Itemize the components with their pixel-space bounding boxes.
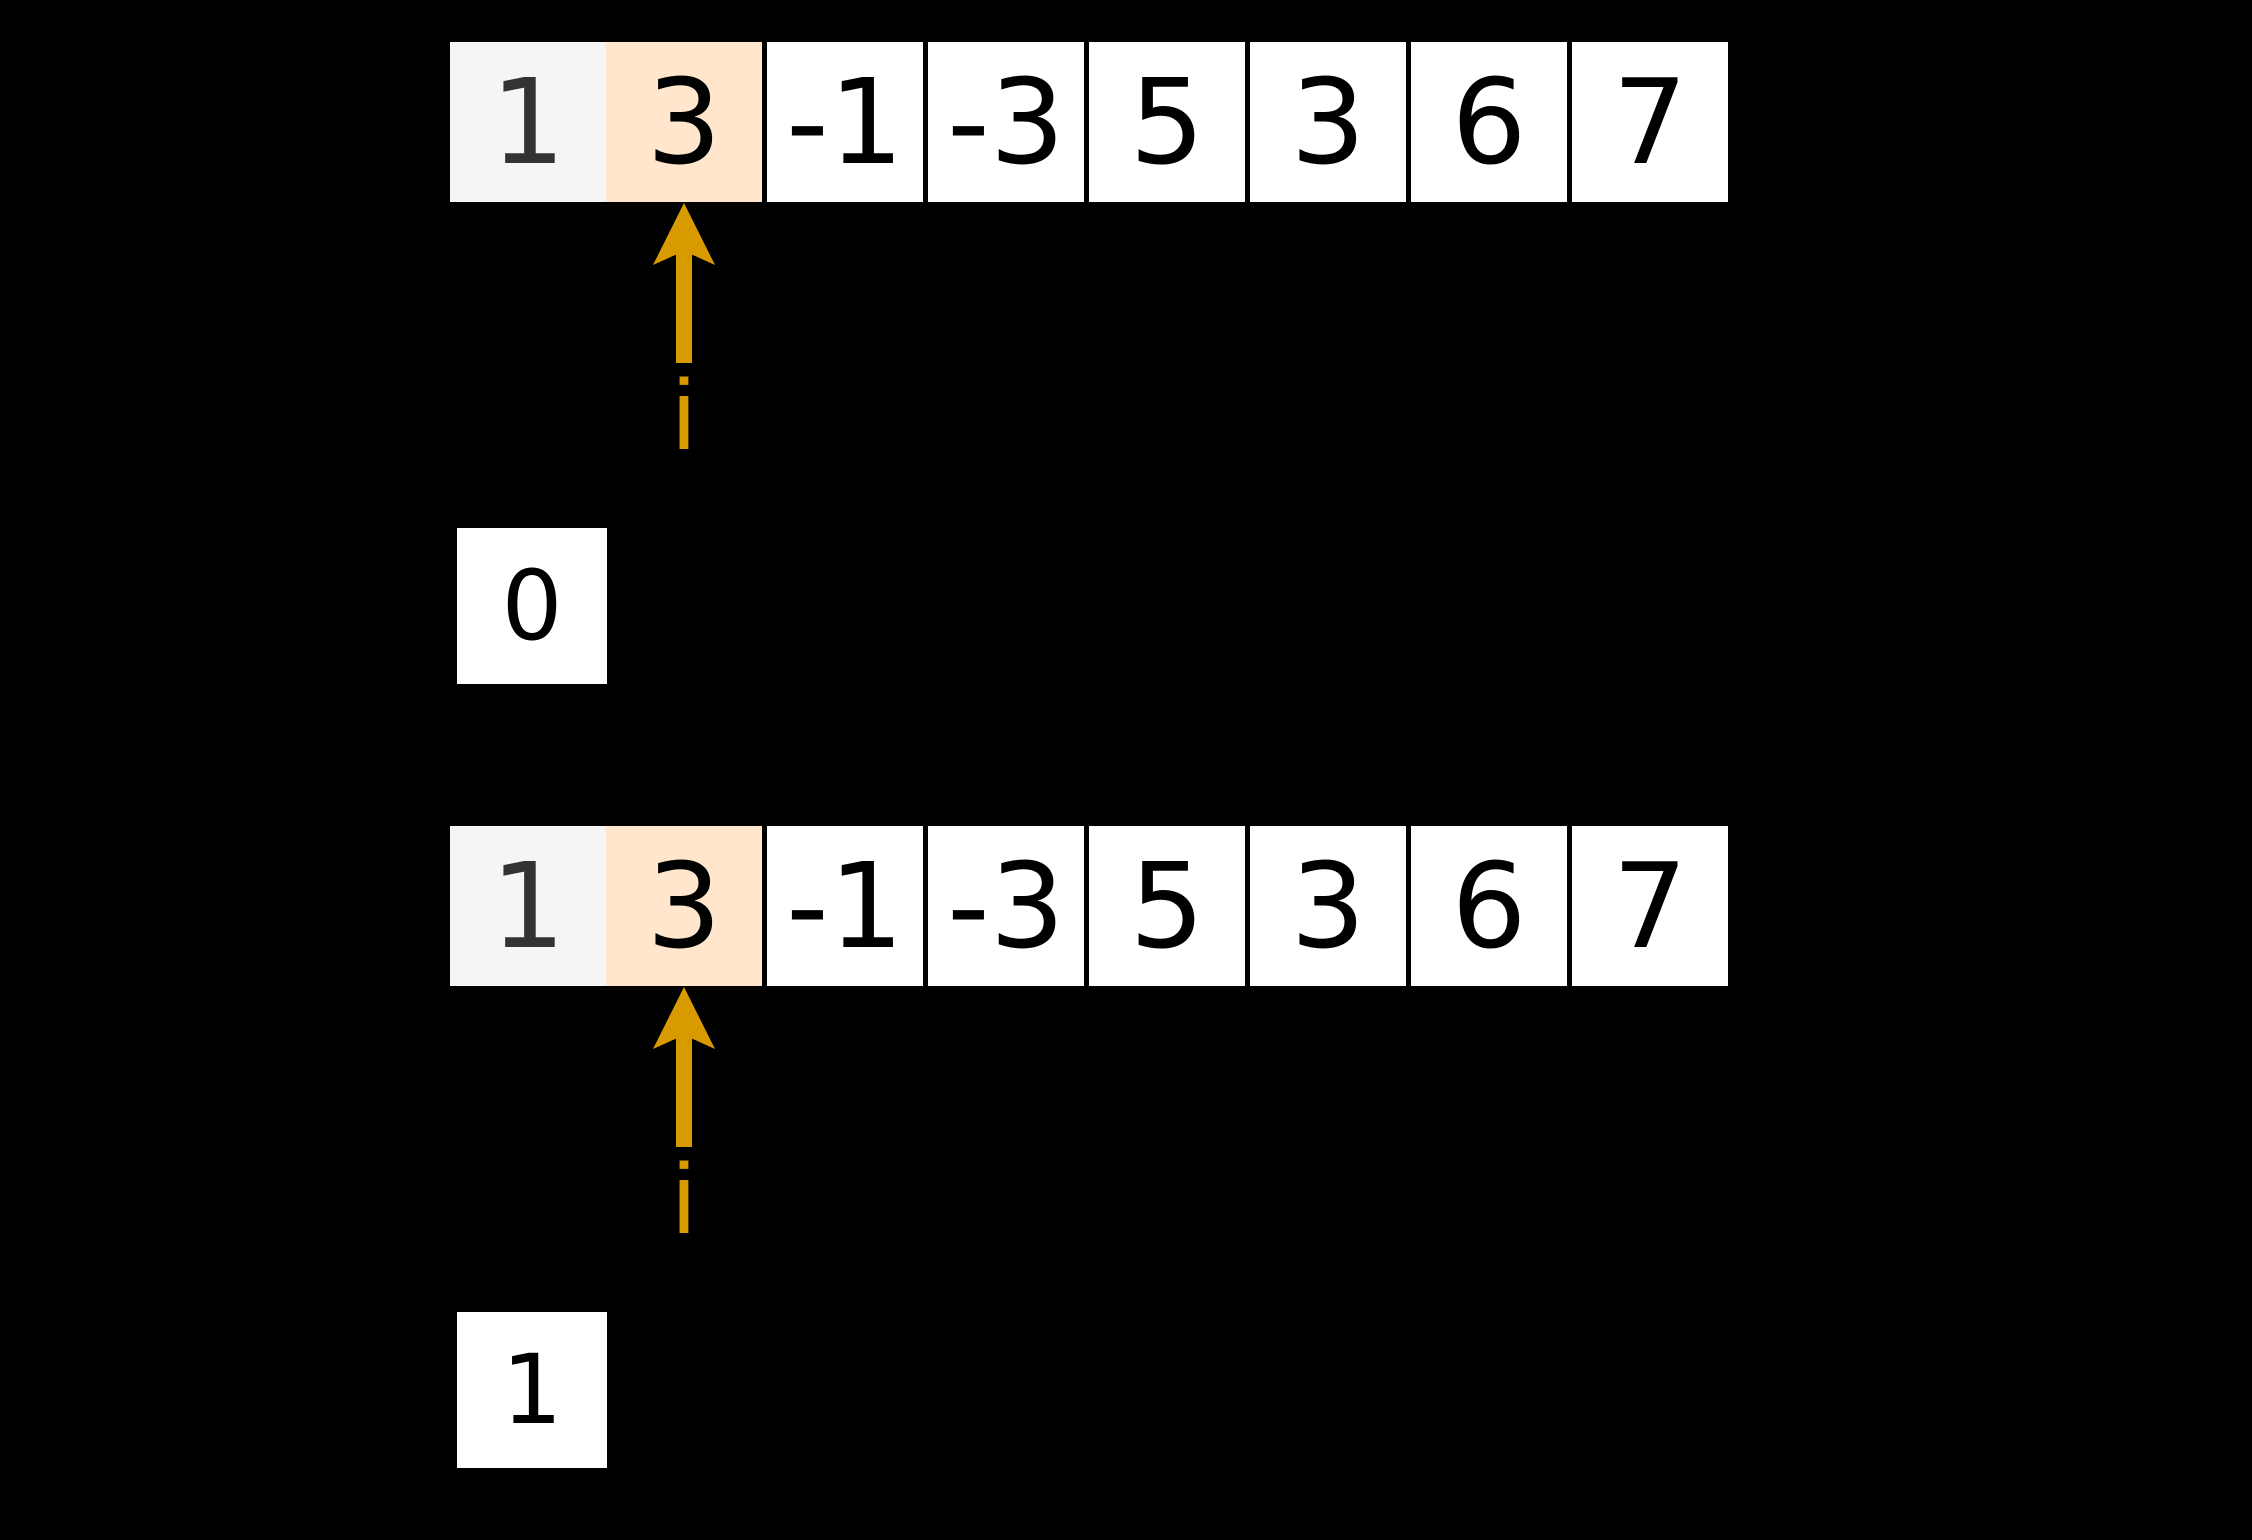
array-cell: 5	[1089, 826, 1245, 986]
array-cell: 7	[1572, 42, 1728, 202]
array-cell: -1	[767, 826, 923, 986]
array-cell: -3	[928, 42, 1084, 202]
pointer-label: i	[672, 359, 696, 471]
index-pointer: i	[649, 987, 719, 1249]
result-box: 0	[457, 528, 607, 684]
array-cell: 1	[450, 42, 606, 202]
up-arrow-icon	[653, 987, 715, 1147]
index-pointer: i	[649, 203, 719, 465]
array-cell: 1	[450, 826, 606, 986]
array-cell: 3	[606, 42, 762, 202]
array-cell: 3	[1250, 42, 1406, 202]
array-cell: -3	[928, 826, 1084, 986]
array-cell: 3	[606, 826, 762, 986]
array-cell: 3	[1250, 826, 1406, 986]
up-arrow-icon	[653, 203, 715, 363]
result-box: 1	[457, 1312, 607, 1468]
array-cell: 6	[1411, 42, 1567, 202]
array-cell: 5	[1089, 42, 1245, 202]
array-cell: 7	[1572, 826, 1728, 986]
pointer-label: i	[672, 1143, 696, 1255]
array-cell: -1	[767, 42, 923, 202]
array-cell: 6	[1411, 826, 1567, 986]
